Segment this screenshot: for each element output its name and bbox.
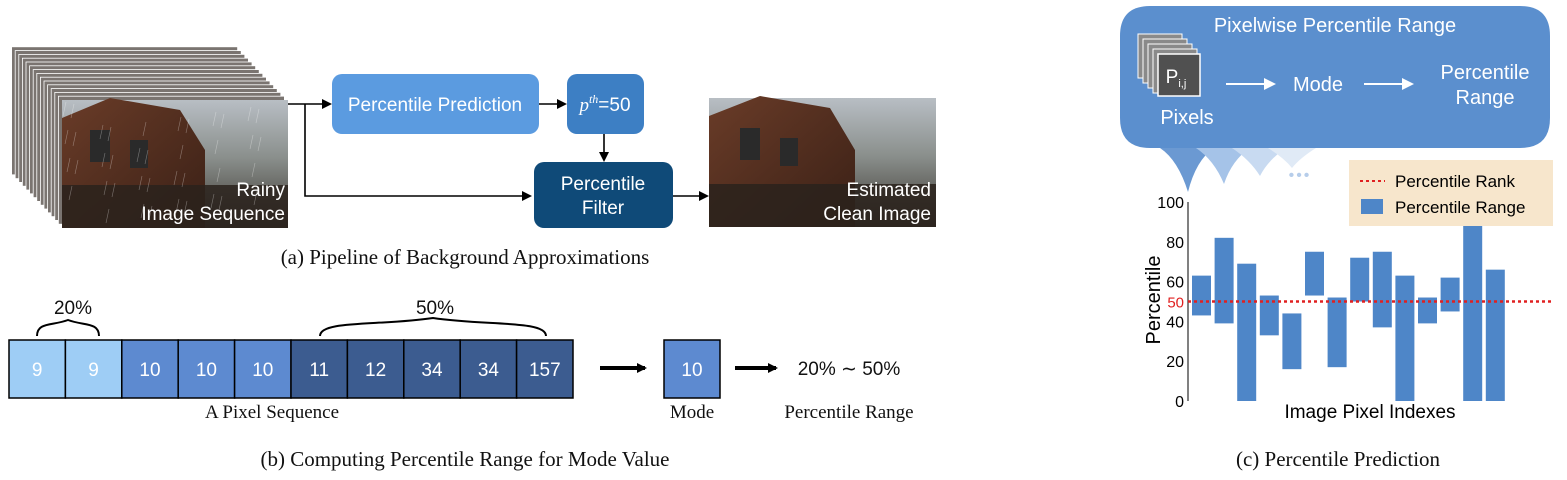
- y-tick-label: 40: [1166, 314, 1184, 331]
- range-bar: [1305, 251, 1324, 296]
- pth-symbol: p: [577, 95, 589, 116]
- pct-20-label: 20%: [54, 298, 92, 319]
- panel-a: Rainy Image Sequence Percentile Predicti…: [11, 46, 936, 269]
- range-bar: [1282, 313, 1302, 370]
- arrow-to-filter: [304, 104, 532, 201]
- pixel-symbol-label: Pi,j: [1166, 67, 1187, 90]
- sequence-cell-value: 34: [421, 360, 443, 381]
- range-label-c-line1: Percentile: [1441, 62, 1530, 84]
- sequence-cell-value: 9: [32, 360, 43, 381]
- sequence-cell: [515, 339, 574, 399]
- sequence-label: A Pixel Sequence: [205, 402, 339, 423]
- pth-superscript: th: [589, 92, 598, 106]
- pct-50-label: 50%: [416, 298, 454, 319]
- range-label: Percentile Range: [784, 402, 913, 423]
- pth-box: [567, 74, 644, 134]
- range-bar: [1350, 257, 1370, 302]
- caption-a: (a) Pipeline of Background Approximation…: [281, 245, 650, 269]
- mode-cell: [663, 339, 721, 399]
- output-label-line1: Estimated: [847, 180, 931, 201]
- y-axis-label: Percentile: [1143, 256, 1165, 345]
- pixels-label: Pixels: [1160, 107, 1213, 129]
- bubble: [1120, 6, 1550, 148]
- sequence-cell: [64, 339, 123, 399]
- sequence-cell-value: 34: [478, 360, 500, 381]
- input-label-line2: Image Sequence: [141, 204, 285, 225]
- y-tick-label: 50: [1167, 295, 1184, 312]
- x-axis-label: Image Pixel Indexes: [1284, 402, 1455, 423]
- sequence-cell: [8, 339, 67, 399]
- sequence-cell-value: 10: [196, 360, 217, 381]
- y-tick-label: 60: [1166, 275, 1184, 292]
- sequence-cell: [346, 339, 405, 399]
- caption-c: (c) Percentile Prediction: [1236, 447, 1441, 471]
- pixel-subscript: i,j: [1178, 78, 1186, 90]
- range-bar: [1372, 251, 1392, 328]
- range-value: 20% ∼ 50%: [798, 359, 901, 380]
- bars: [1192, 223, 1505, 401]
- clean-image: Estimated Clean Image: [709, 96, 936, 227]
- pixel-sequence: 9 9 10 10 10 11 12 34 34 157: [8, 339, 574, 399]
- y-tick-label: 0: [1175, 394, 1184, 411]
- sequence-cell-value: 10: [139, 360, 160, 381]
- legend: Percentile Rank Percentile Range: [1349, 160, 1553, 226]
- percentile-filter-line2: Filter: [582, 198, 625, 219]
- bubble-title: Pixelwise Percentile Range: [1214, 15, 1456, 37]
- brace-20: [36, 318, 100, 337]
- y-ticks: 0 20 40 50 60 80 100: [1157, 195, 1184, 411]
- input-label-line1: Rainy: [236, 180, 285, 201]
- range-label-c-line2: Range: [1456, 87, 1515, 109]
- caption-b: (b) Computing Percentile Range for Mode …: [260, 447, 669, 471]
- pixel-symbol: P: [1166, 67, 1179, 88]
- sequence-cell-value: 157: [529, 360, 561, 381]
- legend-range-label: Percentile Range: [1395, 198, 1525, 217]
- sequence-cell-value: 9: [88, 360, 99, 381]
- pixels-stack-icon: Pi,j: [1137, 33, 1201, 97]
- range-bar: [1440, 277, 1460, 312]
- panel-c: Pixelwise Percentile Range Pi,j Pixels M…: [1120, 6, 1553, 471]
- percentile-prediction-box: [332, 74, 539, 134]
- bubble-tails: [1160, 148, 1316, 192]
- rainy-image: Rainy Image Sequence: [62, 98, 288, 228]
- sequence-cell-value: 11: [309, 360, 329, 381]
- panel-b: 20% 50% 9 9 10 10 10 11 12 34 34 157 A Pixel Sequ…: [8, 298, 914, 471]
- sequence-cell: [459, 339, 518, 399]
- percentile-filter-line1: Percentile: [561, 174, 646, 195]
- range-bar: [1327, 297, 1347, 368]
- mode-label-c: Mode: [1293, 74, 1343, 96]
- legend-range-swatch: [1361, 199, 1383, 214]
- y-tick-label: 100: [1157, 195, 1184, 212]
- sequence-cell: [177, 339, 236, 399]
- sequence-cell-value: 10: [252, 360, 273, 381]
- legend-rank-label: Percentile Rank: [1395, 172, 1516, 191]
- y-tick-label: 20: [1166, 354, 1184, 371]
- range-bar: [1463, 223, 1483, 401]
- sequence-cell: [121, 339, 179, 399]
- percentile-chart: 0 20 40 50 60 80 100 Percentile Image Pixel In…: [1143, 160, 1553, 423]
- pth-label: pth=50: [577, 92, 630, 116]
- mode-value: 10: [681, 360, 702, 381]
- range-bar: [1259, 295, 1279, 336]
- range-bar: [1237, 263, 1257, 401]
- y-tick-label: 80: [1166, 235, 1184, 252]
- brace-50: [319, 316, 547, 337]
- range-bar: [1192, 275, 1211, 316]
- mode-label: Mode: [670, 402, 714, 423]
- sequence-cell: [290, 339, 349, 399]
- ellipsis: •••: [1289, 167, 1312, 184]
- legend-box: [1349, 160, 1553, 226]
- percentile-prediction-label: Percentile Prediction: [348, 95, 522, 116]
- range-bar: [1485, 269, 1505, 401]
- sequence-cell-value: 12: [365, 360, 386, 381]
- range-bar: [1418, 297, 1437, 324]
- output-label-line2: Clean Image: [823, 204, 931, 225]
- range-bar: [1395, 275, 1415, 401]
- pth-value: =50: [598, 95, 630, 116]
- percentile-filter-box: [534, 162, 673, 228]
- range-bar: [1214, 237, 1234, 324]
